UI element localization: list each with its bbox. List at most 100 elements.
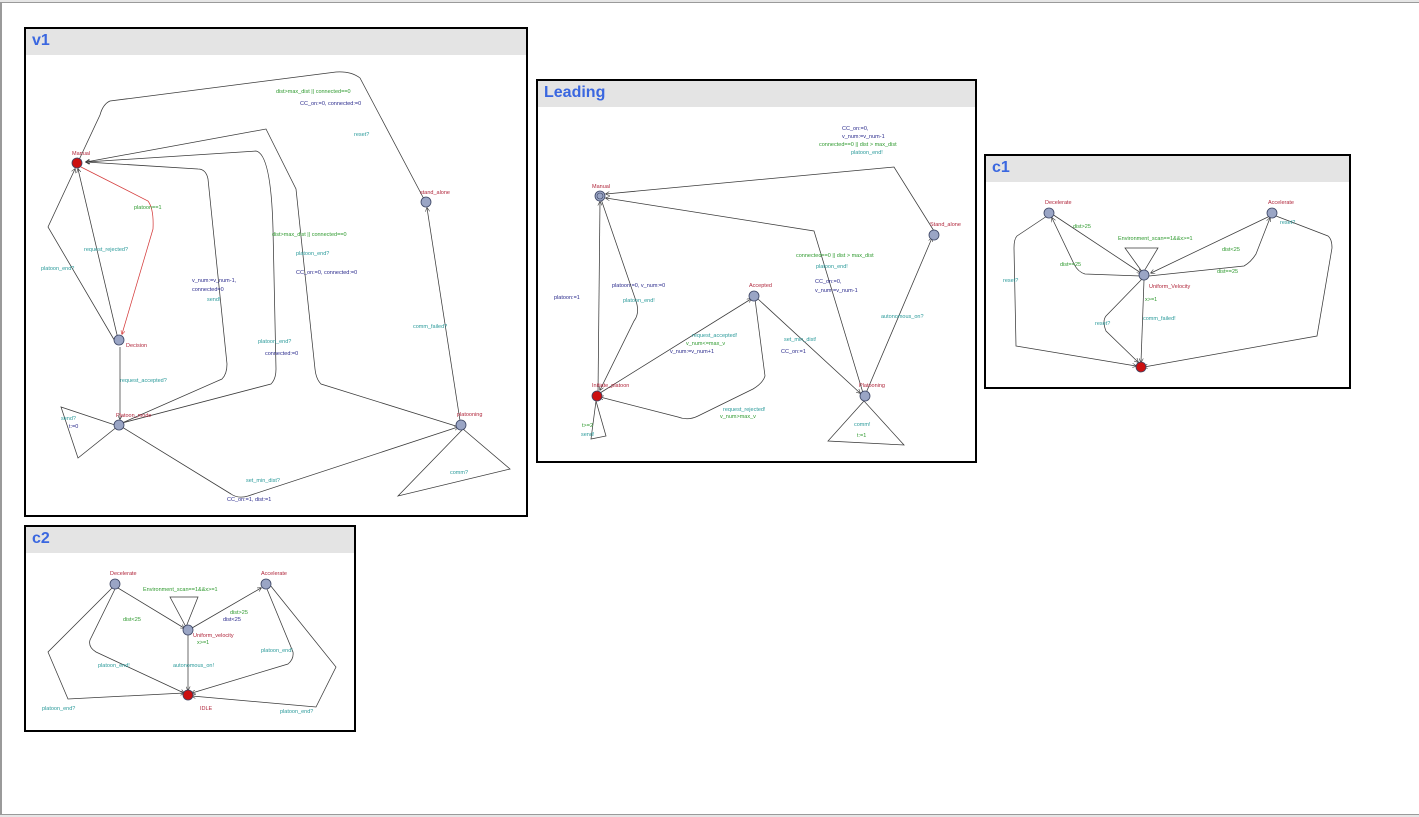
edge-standalone-manual[interactable] <box>78 71 426 202</box>
sync-label: platoon_end? <box>296 251 329 257</box>
guard-label: platoon==1 <box>134 205 162 211</box>
panel-title: Leading <box>544 84 606 101</box>
edge-initiate-selfloop[interactable] <box>590 400 607 440</box>
edge-initiate-accepted[interactable] <box>599 299 751 394</box>
location-platooning[interactable] <box>859 390 871 402</box>
edge-platoon-platooning[interactable] <box>121 427 458 498</box>
location-label: Stand_alone <box>930 222 961 228</box>
sync-label: platoon_end! <box>261 648 293 654</box>
edge-initiate-manual[interactable] <box>597 202 600 394</box>
edge-accepted-initiate[interactable] <box>600 298 766 420</box>
edge-uniform-idle[interactable] <box>1141 279 1145 362</box>
panel-title: v1 <box>32 32 50 49</box>
location-manual[interactable] <box>71 157 83 169</box>
guard-label: Environment_scan==1&&x>=1 <box>143 587 218 593</box>
location-uniform-velocity[interactable] <box>1138 269 1150 281</box>
guard-label: dist<25 <box>123 617 141 623</box>
edge-uniform-decelerate[interactable] <box>1052 218 1142 277</box>
edge-decelerate-idle[interactable] <box>1013 215 1136 366</box>
panel-header: c1 <box>986 156 1349 182</box>
edge-manual-initiate[interactable] <box>600 198 638 390</box>
edge-accelerate-idle-right[interactable] <box>192 584 337 708</box>
assignment-label: CC_on:=1, dist:=1 <box>227 497 271 503</box>
location-accelerate[interactable] <box>1266 207 1278 219</box>
edge-decision-manual[interactable] <box>78 169 119 340</box>
location-label: Manual <box>72 151 90 157</box>
location-uniform-velocity[interactable] <box>182 624 194 636</box>
location-initiate-platoon[interactable] <box>591 390 603 402</box>
edge-platoon-manual-2[interactable] <box>86 150 277 424</box>
guard-label: dist<25 <box>1222 247 1240 253</box>
sync-label: platoon_end? <box>41 266 74 272</box>
guard-label: x>=1 <box>1145 297 1157 303</box>
sync-label: reset? <box>1280 220 1295 226</box>
location-platoon-mode[interactable] <box>113 419 125 431</box>
template-panel-leading[interactable]: Leading Manual Initiate_platoon Accepted… <box>536 79 977 463</box>
location-accelerate[interactable] <box>260 578 272 590</box>
edge-accepted-platooning[interactable] <box>757 298 860 393</box>
guard-label: dist>max_dist || connected==0 <box>272 232 347 238</box>
location-decelerate[interactable] <box>1043 207 1055 219</box>
location-accepted[interactable] <box>748 290 760 302</box>
edge-platoon-manual-3[interactable] <box>86 162 228 424</box>
location-stand-alone[interactable] <box>928 229 940 241</box>
edge-decelerate-idle-left[interactable] <box>47 587 184 700</box>
panel-title: c1 <box>992 159 1010 176</box>
automaton-canvas[interactable]: Manual Decision Platoon_mode stand_alone… <box>26 29 528 517</box>
panel-header: Leading <box>538 81 975 107</box>
edge-platooning-standalone[interactable] <box>865 238 932 394</box>
sync-label: send! <box>581 432 595 438</box>
template-panel-c2[interactable]: c2 Decelerate Accelerate Uniform_velocit… <box>24 525 356 732</box>
edge-uniform-selfloop[interactable] <box>169 596 199 628</box>
edge-uniform-idle-left[interactable] <box>1103 278 1143 362</box>
edge-accelerate-idle[interactable] <box>192 588 294 693</box>
location-platooning[interactable] <box>455 419 467 431</box>
automaton-canvas[interactable]: Decelerate Accelerate Uniform_Velocity d… <box>986 156 1351 389</box>
location-label: platooning <box>457 412 482 418</box>
location-label: Platoon_mode <box>116 413 151 419</box>
assignment-label: CC_on:=1 <box>781 349 806 355</box>
assignment-label: t:=0 <box>69 424 78 430</box>
edge-platooning-selfloop[interactable] <box>827 400 905 446</box>
location-decision[interactable] <box>113 334 125 346</box>
assignment-label: platoon:=0, v_num:=0 <box>612 283 665 289</box>
guard-label: dist==25 <box>1217 269 1238 275</box>
automaton-canvas[interactable]: Decelerate Accelerate Uniform_velocity I… <box>26 527 356 732</box>
sync-label: comm! <box>854 422 871 428</box>
sync-label: platoon_end? <box>280 709 313 715</box>
edge-platoon-selfloop[interactable] <box>60 406 119 459</box>
edge-uniform-accelerate[interactable] <box>191 588 261 629</box>
template-panel-c1[interactable]: c1 Decelerate Accelerate Uniform_Velocit… <box>984 154 1351 389</box>
template-panel-v1[interactable]: v1 Manual Decision Platoon_mode stand_al… <box>24 27 528 517</box>
sync-label: request_accepted? <box>120 378 167 384</box>
edge-platooning-selfloop[interactable] <box>396 428 511 497</box>
edge-platooning-manual[interactable] <box>606 198 864 394</box>
edge-accelerate-idle[interactable] <box>1144 215 1333 367</box>
panel-title: c2 <box>32 530 50 547</box>
assignment-label: CC_on:=0, <box>842 126 869 132</box>
sync-label: send! <box>207 297 221 303</box>
sync-label: reset? <box>1003 278 1018 284</box>
guard-label: Environment_scan==1&&x>=1 <box>1118 236 1193 242</box>
location-manual[interactable] <box>594 190 606 202</box>
location-idle[interactable] <box>182 689 194 701</box>
edge-platooning-manual-1[interactable] <box>86 128 460 428</box>
location-idle[interactable] <box>1135 361 1147 373</box>
sync-label: platoon_end? <box>42 706 75 712</box>
edge-decelerate-uniform[interactable] <box>117 587 184 628</box>
location-decelerate[interactable] <box>109 578 121 590</box>
edge-standalone-manual[interactable] <box>606 166 935 232</box>
location-stand-alone[interactable] <box>420 196 432 208</box>
sync-label: request_rejected! <box>723 407 766 413</box>
automaton-canvas[interactable]: Manual Initiate_platoon Accepted Stand_a… <box>538 81 977 463</box>
edge-decision-manual-left[interactable] <box>47 169 117 344</box>
edge-decelerate-uniform[interactable] <box>1051 213 1141 273</box>
assignment-label: CC_on:=0, connected:=0 <box>300 101 361 107</box>
edge-accelerate-uniform[interactable] <box>1151 215 1271 273</box>
edge-uniform-accelerate[interactable] <box>1148 218 1270 277</box>
assignment-label: CC_on:=0, <box>815 279 842 285</box>
edge-platooning-standalone[interactable] <box>427 208 462 428</box>
edge-uniform-selfloop[interactable] <box>1124 247 1159 274</box>
edge-decelerate-idle[interactable] <box>89 588 184 693</box>
edge-manual-decision[interactable] <box>80 166 154 334</box>
